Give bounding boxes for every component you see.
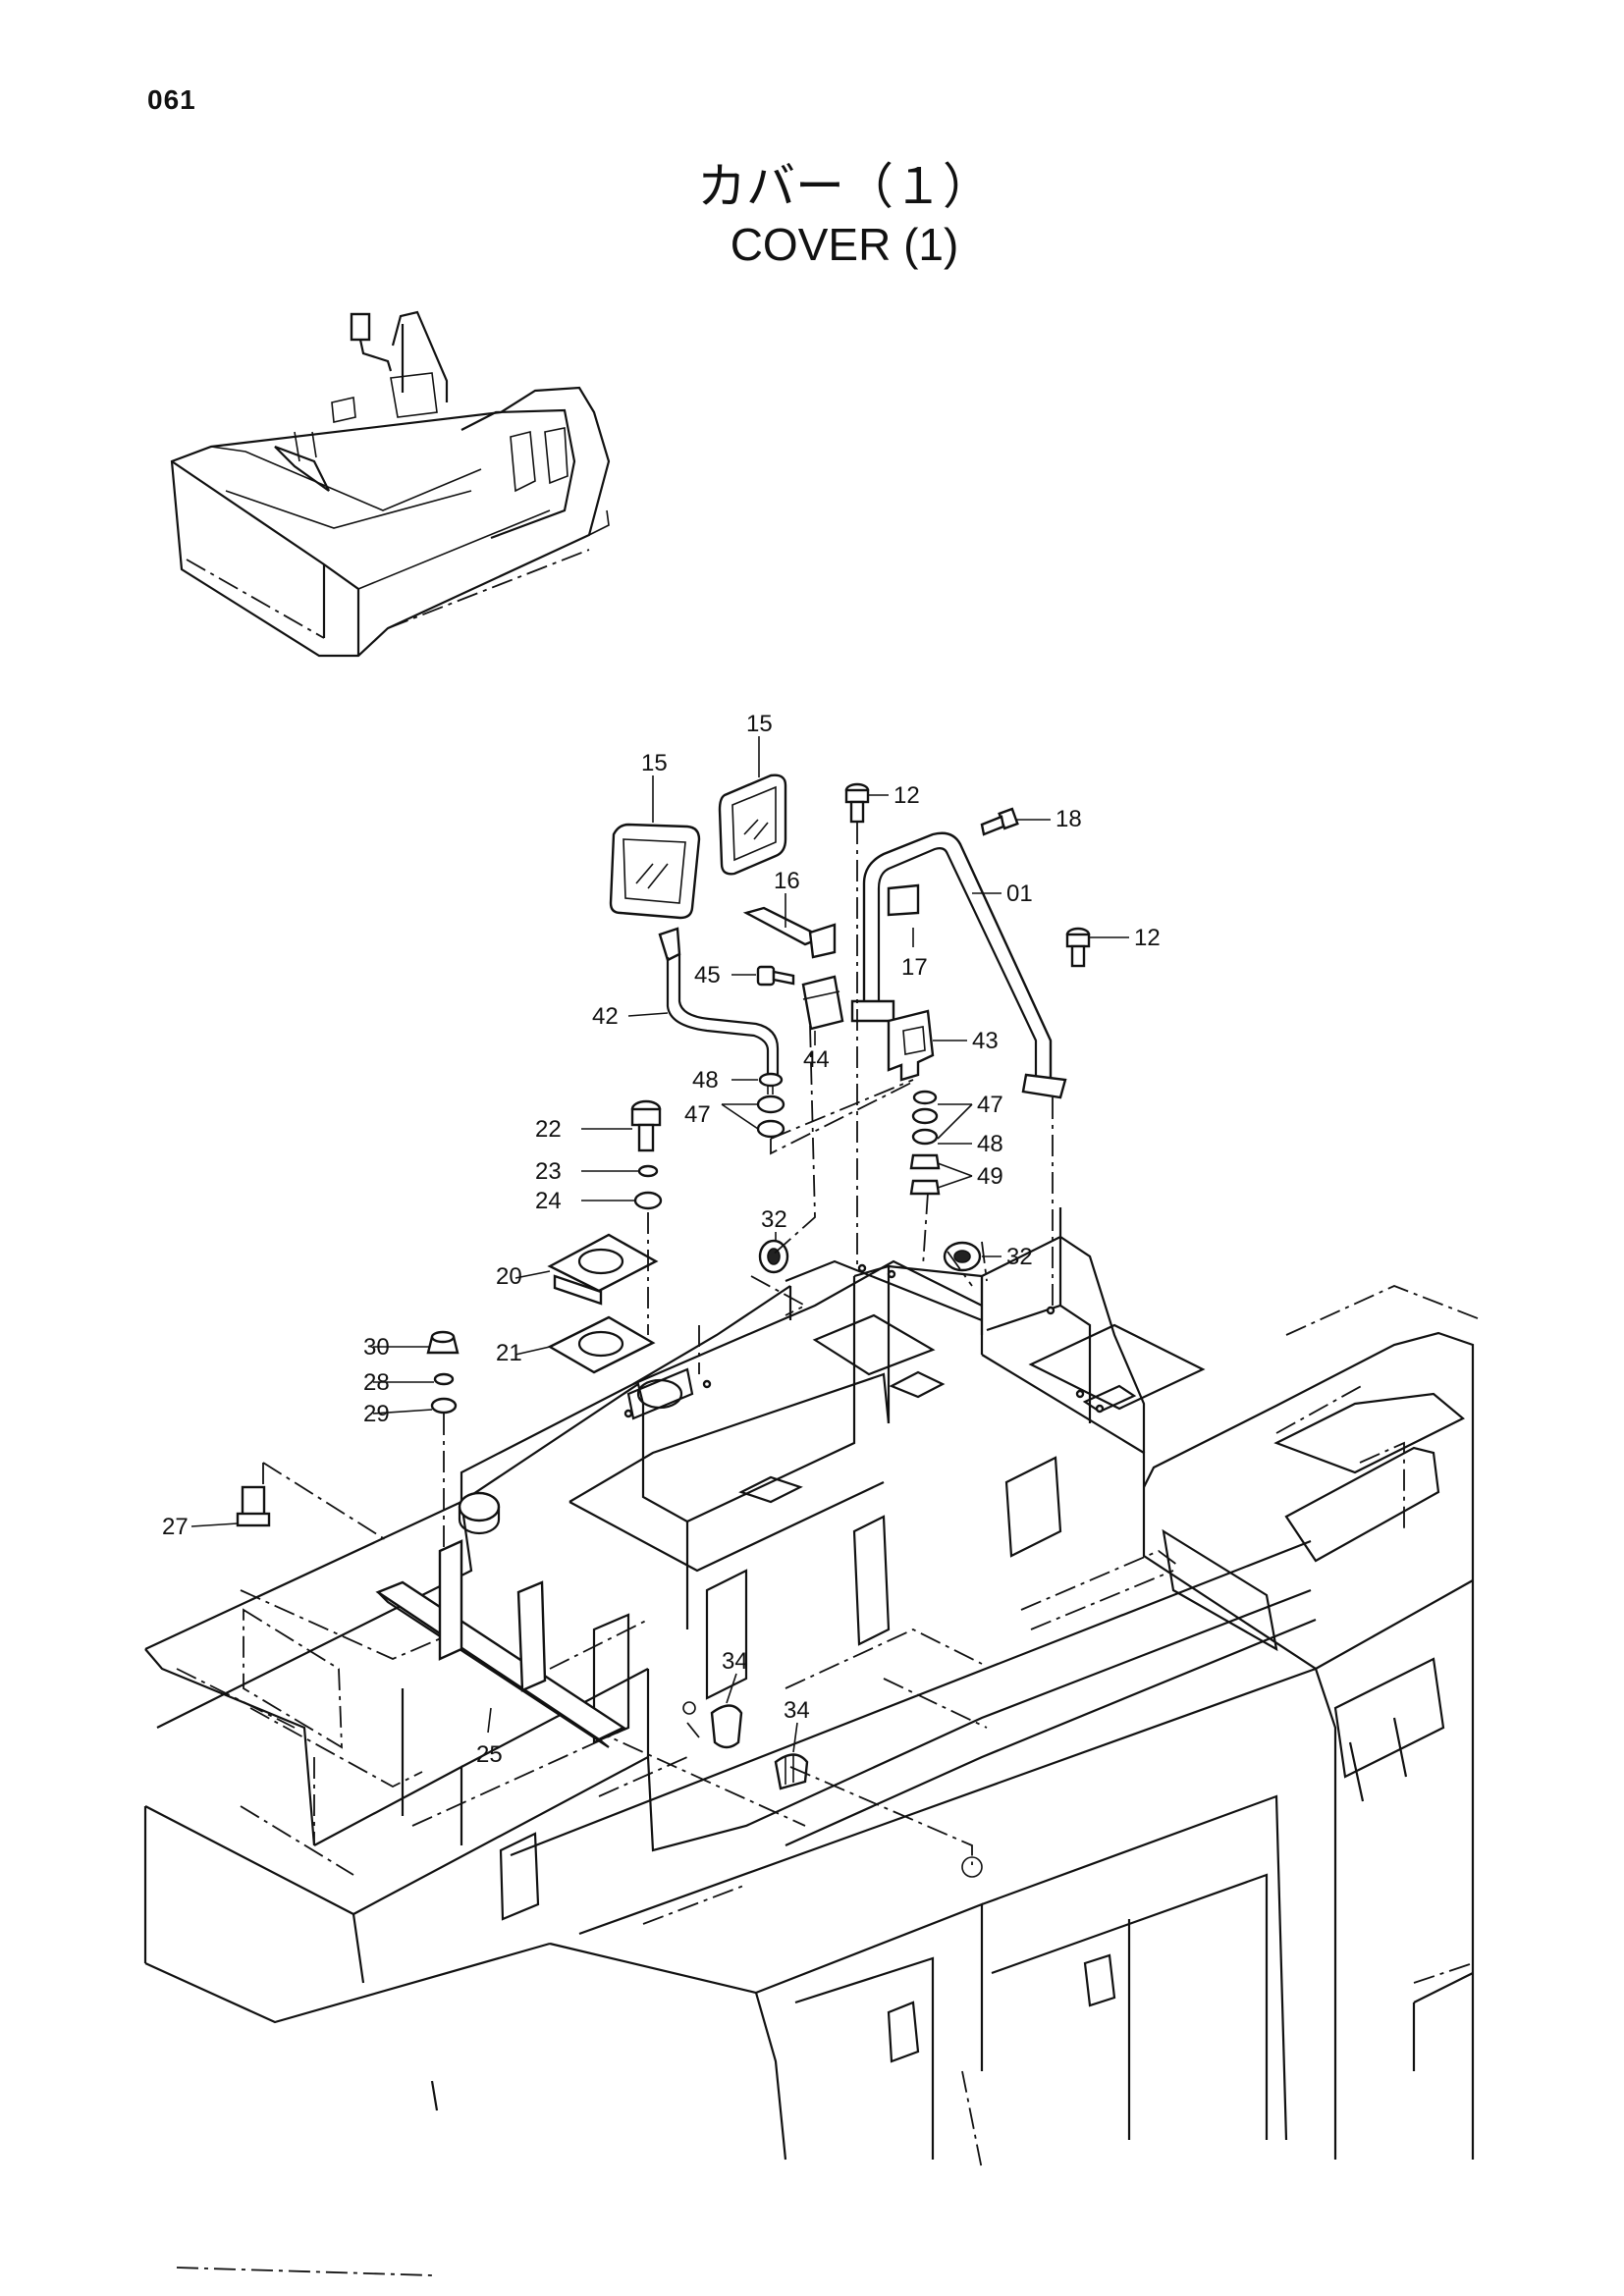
callout-12a: 12 <box>893 782 920 809</box>
callout-32a: 32 <box>761 1206 787 1233</box>
title-japanese: カバー（１） <box>697 158 992 215</box>
callout-44: 44 <box>803 1046 830 1073</box>
callout-47a: 47 <box>684 1101 711 1128</box>
callout-20: 20 <box>496 1263 522 1290</box>
title-english: COVER (1) <box>730 219 959 270</box>
page-number: 061 <box>147 84 196 115</box>
callout-45: 45 <box>694 962 721 988</box>
callout-23: 23 <box>535 1158 562 1185</box>
callout-25: 25 <box>476 1741 503 1768</box>
callout-15a: 15 <box>641 750 668 776</box>
callout-16: 16 <box>774 868 800 894</box>
callout-labels: 15 15 12 18 16 01 12 17 45 42 44 43 48 4… <box>162 711 1161 1768</box>
callout-21: 21 <box>496 1340 522 1366</box>
callout-24: 24 <box>535 1188 562 1214</box>
callout-29: 29 <box>363 1401 390 1427</box>
callout-48b: 48 <box>977 1131 1003 1157</box>
title-block: カバー（１） COVER (1) <box>687 157 1001 273</box>
callout-15b: 15 <box>746 711 773 737</box>
callout-12b: 12 <box>1134 925 1161 951</box>
callout-17: 17 <box>901 954 928 981</box>
callout-28: 28 <box>363 1369 390 1396</box>
callout-27: 27 <box>162 1514 189 1540</box>
callout-49: 49 <box>977 1163 1003 1190</box>
leader-lines <box>190 736 1129 1878</box>
callout-18: 18 <box>1056 806 1082 832</box>
callout-34b: 34 <box>784 1697 810 1724</box>
callout-47b: 47 <box>977 1092 1003 1118</box>
callout-32b: 32 <box>1006 1244 1033 1270</box>
machine-body <box>143 1207 1484 2276</box>
callout-22: 22 <box>535 1116 562 1143</box>
callout-48a: 48 <box>692 1067 719 1094</box>
callout-01: 01 <box>1006 881 1033 907</box>
callout-42: 42 <box>592 1003 619 1030</box>
callout-34a: 34 <box>722 1648 748 1675</box>
callout-43: 43 <box>972 1028 999 1054</box>
overview-thumbnail <box>170 310 611 658</box>
callout-30: 30 <box>363 1334 390 1361</box>
exploded-parts <box>236 774 1091 1790</box>
